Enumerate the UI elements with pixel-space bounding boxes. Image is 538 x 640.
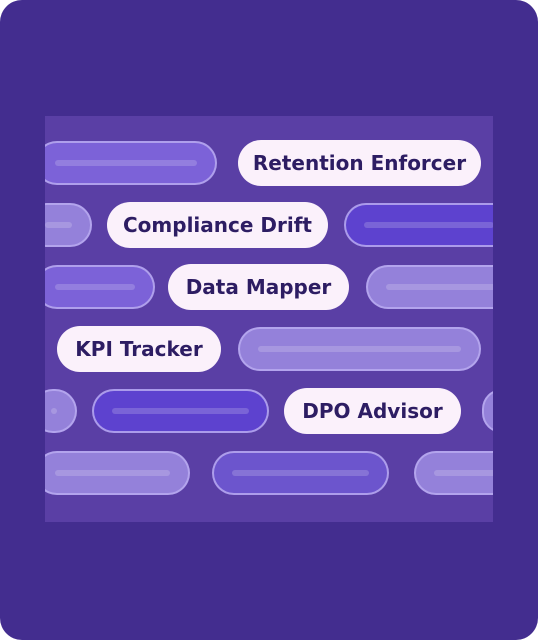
tag-dpo-advisor: DPO Advisor <box>284 388 461 434</box>
placeholder-pill <box>45 389 77 433</box>
placeholder-pill <box>92 389 269 433</box>
placeholder-pill <box>366 265 493 309</box>
tag-cloud-panel: Retention Enforcer Compliance Drift Data… <box>45 116 493 522</box>
tag-data-mapper: Data Mapper <box>168 264 349 310</box>
placeholder-pill <box>212 451 389 495</box>
placeholder-pill <box>45 265 155 309</box>
placeholder-pill <box>238 327 481 371</box>
tag-retention-enforcer: Retention Enforcer <box>238 140 481 186</box>
placeholder-pill <box>45 451 190 495</box>
placeholder-pill <box>482 389 493 433</box>
tag-compliance-drift: Compliance Drift <box>107 202 328 248</box>
placeholder-pill <box>45 203 92 247</box>
placeholder-pill <box>344 203 493 247</box>
placeholder-pill <box>45 141 217 185</box>
placeholder-pill <box>414 451 493 495</box>
tag-kpi-tracker: KPI Tracker <box>57 326 221 372</box>
